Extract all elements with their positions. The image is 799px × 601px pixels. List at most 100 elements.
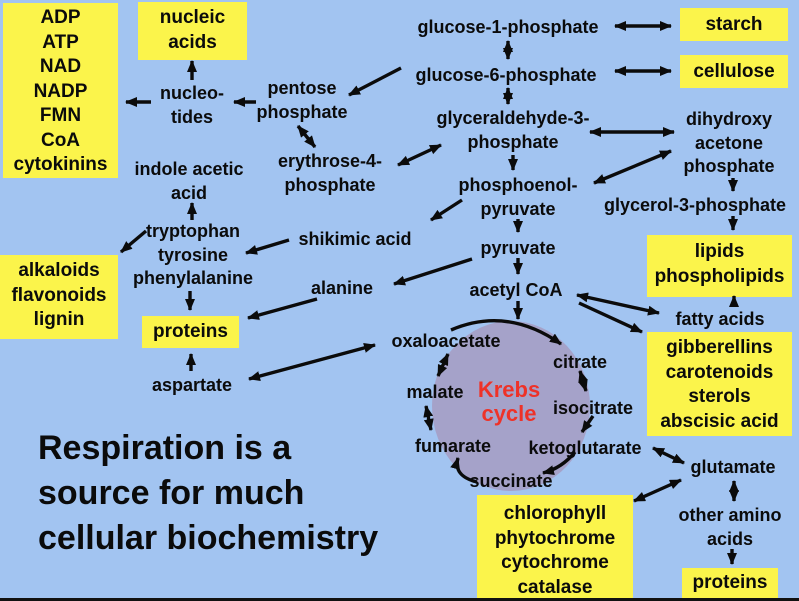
node-fumarate: fumarate [415,435,491,459]
node-glyceraldehyde-3-phosphate-line: phosphate [467,131,559,152]
node-succinate: succinate [469,470,552,494]
node-dihydroxyacetone-phosphate-line: dihydroxy [685,109,773,129]
node-dihydroxyacetone-phosphate-line: acetone [694,132,764,153]
box-cofactors-line: FMN [39,105,82,126]
box-terpenoids-line: abscisic acid [660,410,779,432]
node-malate-line: malate [406,382,464,402]
node-erythrose-4-phosphate-line: erythrose-4- [277,151,383,171]
node-isocitrate-line: isocitrate [552,398,634,418]
node-dihydroxyacetone-phosphate-line: phosphate [683,156,775,176]
box-cofactors-line: ADP [40,7,81,28]
node-fumarate-line: fumarate [414,436,492,456]
node-other-amino-acids-line: acids [706,528,754,549]
node-indole-acetic-acid-line: acid [170,182,208,203]
box-pigments-line: catalase [517,576,593,598]
arrow-pyruvate-to-alanine [393,257,473,286]
arrow-aspartate-oxaloacetate [248,343,376,381]
box-alkaloids-line: lignin [33,309,85,330]
box-lipids-line: lipids [694,241,745,262]
box-lipids: lipids phospholipids [647,235,792,297]
node-malate: malate [406,381,463,405]
node-nucleotides-line: nucleo- [159,83,225,103]
box-proteins-right-line: proteins [692,572,768,593]
node-pentose-phosphate: pentose phosphate [256,77,347,124]
arrow-malate-oxaloacetate [436,353,450,377]
node-ketoglutarate: ketoglutarate [528,437,641,461]
node-phosphoenolpyruvate: phosphoenol-pyruvate [459,174,578,221]
node-dihydroxyacetone-phosphate: dihydroxy acetone phosphate [683,108,774,179]
slide-bottom-border [0,598,799,601]
arrow-ketoglutarate-glutamate [652,446,685,465]
node-pentose-phosphate-line: pentose [267,78,337,98]
node-acetyl-coa-line: acetyl CoA [469,280,563,300]
node-nucleotides-line: tides [170,106,214,127]
node-citrate-line: citrate [552,352,608,372]
node-aspartate-line: aspartate [151,375,233,395]
slide-title-line: source for much [38,474,305,512]
node-erythrose-4-phosphate-line: phosphate [284,174,376,195]
box-nucleic-acids-line: nucleic [159,7,226,28]
arrow-acetylcoa-fatty [576,292,660,316]
arrow-glutamate-pigments [633,478,682,503]
node-fatty-acids: fatty acids [675,308,764,332]
node-oxaloacetate: oxaloacetate [391,330,500,354]
box-proteins-right: proteins [682,568,778,598]
box-cofactors-line: CoA [40,129,81,151]
node-glutamate-line: glutamate [690,457,776,477]
box-cofactors-line: NADP [33,80,88,102]
node-other-amino-acids-line: other amino [678,505,782,525]
node-pyruvate: pyruvate [480,237,555,261]
arrow-fumarate-malate [423,405,434,431]
krebs-cycle-label-line: cycle [481,401,537,426]
box-starch: starch [680,8,788,41]
node-glucose-6-phosphate: glucose-6-phosphate [415,64,596,88]
node-alanine: alanine [311,277,373,301]
node-phosphoenolpyruvate-line: phosphoenol- [458,175,578,195]
box-pigments-line: chlorophyll [503,503,607,524]
node-succinate-line: succinate [469,471,553,491]
box-cellulose-line: cellulose [693,60,775,82]
node-glucose-6-phosphate-line: glucose-6-phosphate [415,65,597,85]
node-pentose-phosphate-line: phosphate [256,101,348,122]
node-glucose-1-phosphate: glucose-1-phosphate [417,16,598,40]
node-glycerol-3-phosphate: glycerol-3-phosphate [604,194,786,218]
arrow-acetylcoa-to-terpenoids [578,301,643,334]
arrow-pep-to-shikimic [430,198,463,222]
node-nucleotides: nucleo-tides [160,82,224,129]
box-alkaloids-line: flavonoids [11,284,107,306]
box-pigments-line: cytochrome [501,552,609,573]
node-citrate: citrate [553,351,607,375]
node-ketoglutarate-line: ketoglutarate [528,438,642,458]
box-starch-line: starch [705,13,763,35]
box-terpenoids-line: gibberellins [666,337,773,358]
box-lipids-line: phospholipids [654,265,785,287]
node-glycerol-3-phosphate-line: glycerol-3-phosphate [603,195,787,215]
node-erythrose-4-phosphate: erythrose-4- phosphate [278,150,382,197]
node-glutamate: glutamate [690,456,775,480]
arrow-g6p-to-pentose [348,66,402,97]
node-alanine-line: alanine [310,278,374,298]
slide-title-line: Respiration is a [38,429,292,467]
node-aspartate: aspartate [152,374,232,398]
box-proteins-left-line: proteins [153,321,228,342]
box-cofactors-line: ATP [42,31,79,53]
slide-title-line: cellular biochemistry [38,519,379,557]
box-proteins-left: proteins [142,316,239,348]
arrow-pentose-erythrose [296,124,317,149]
node-oxaloacetate-line: oxaloacetate [391,331,501,351]
node-pyruvate-line: pyruvate [480,238,556,258]
arrow-erythrose-glyceraldehyde [397,143,442,167]
krebs-cycle-label-line: Krebs [477,377,541,402]
box-terpenoids-line: carotenoids [665,361,774,383]
node-glyceraldehyde-3-phosphate: glyceraldehyde-3-phosphate [436,107,589,154]
arrow-alanine-to-proteins [247,297,318,320]
node-phosphoenolpyruvate-line: pyruvate [480,198,556,219]
node-fatty-acids-line: fatty acids [675,309,765,329]
